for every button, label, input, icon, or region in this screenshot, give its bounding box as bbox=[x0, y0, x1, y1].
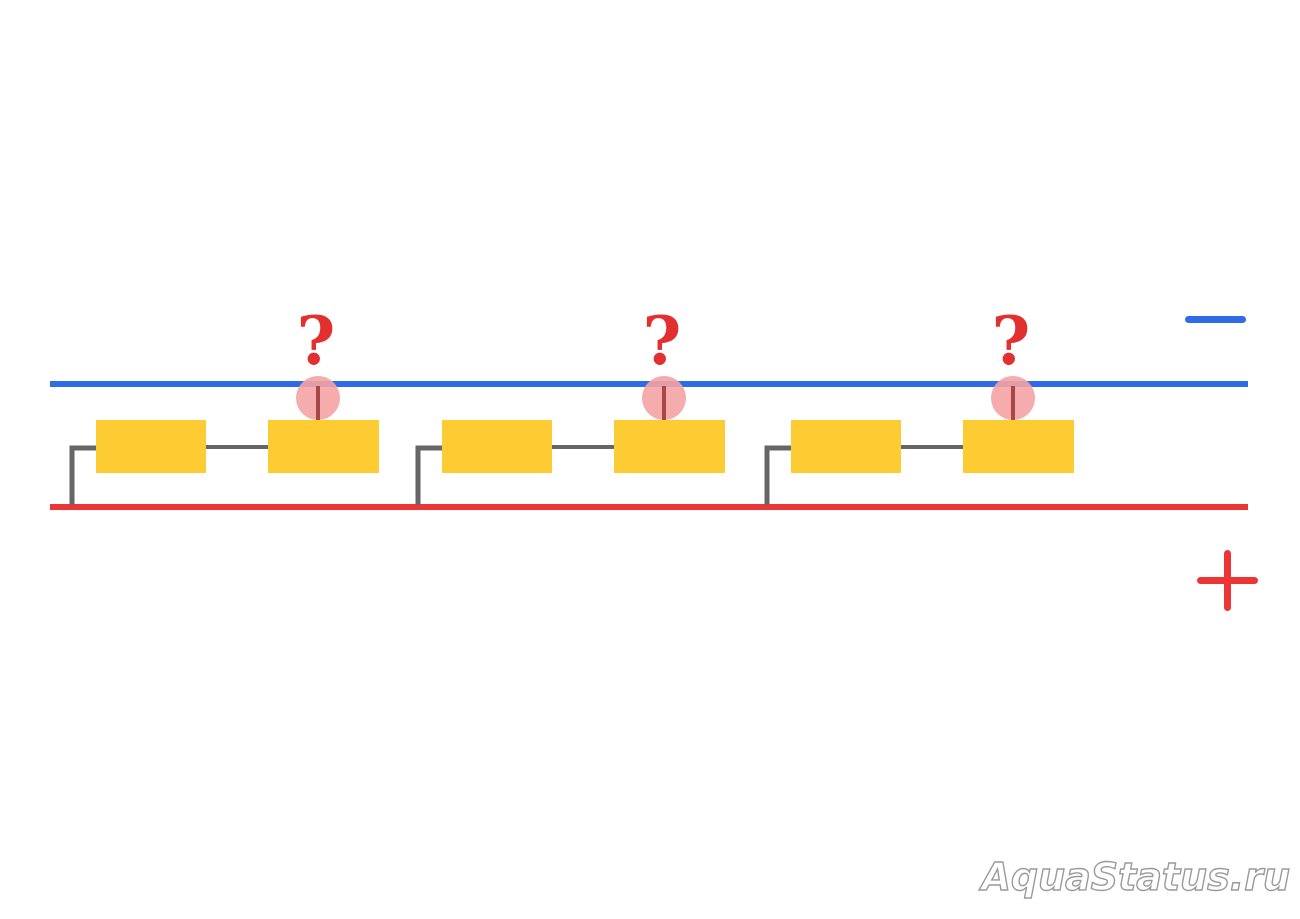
feed-wire bbox=[415, 445, 442, 505]
watermark: AquaStatus.ru bbox=[978, 855, 1290, 899]
module-group-3: ? bbox=[764, 302, 1074, 505]
module-group-1: ? bbox=[69, 302, 379, 505]
module-block bbox=[268, 420, 379, 473]
question-mark: ? bbox=[643, 302, 682, 380]
positive-symbol bbox=[1197, 550, 1258, 611]
module-block bbox=[442, 420, 552, 473]
module-block bbox=[96, 420, 206, 473]
module-block bbox=[963, 420, 1074, 473]
module-group-2: ? bbox=[415, 302, 725, 505]
module-block bbox=[614, 420, 725, 473]
question-mark: ? bbox=[297, 302, 336, 380]
feed-wire bbox=[69, 445, 96, 505]
negative-symbol bbox=[1185, 316, 1246, 323]
feed-wire bbox=[764, 445, 791, 505]
module-groups: ??? bbox=[69, 302, 1074, 505]
module-block bbox=[791, 420, 901, 473]
question-mark: ? bbox=[992, 302, 1031, 380]
